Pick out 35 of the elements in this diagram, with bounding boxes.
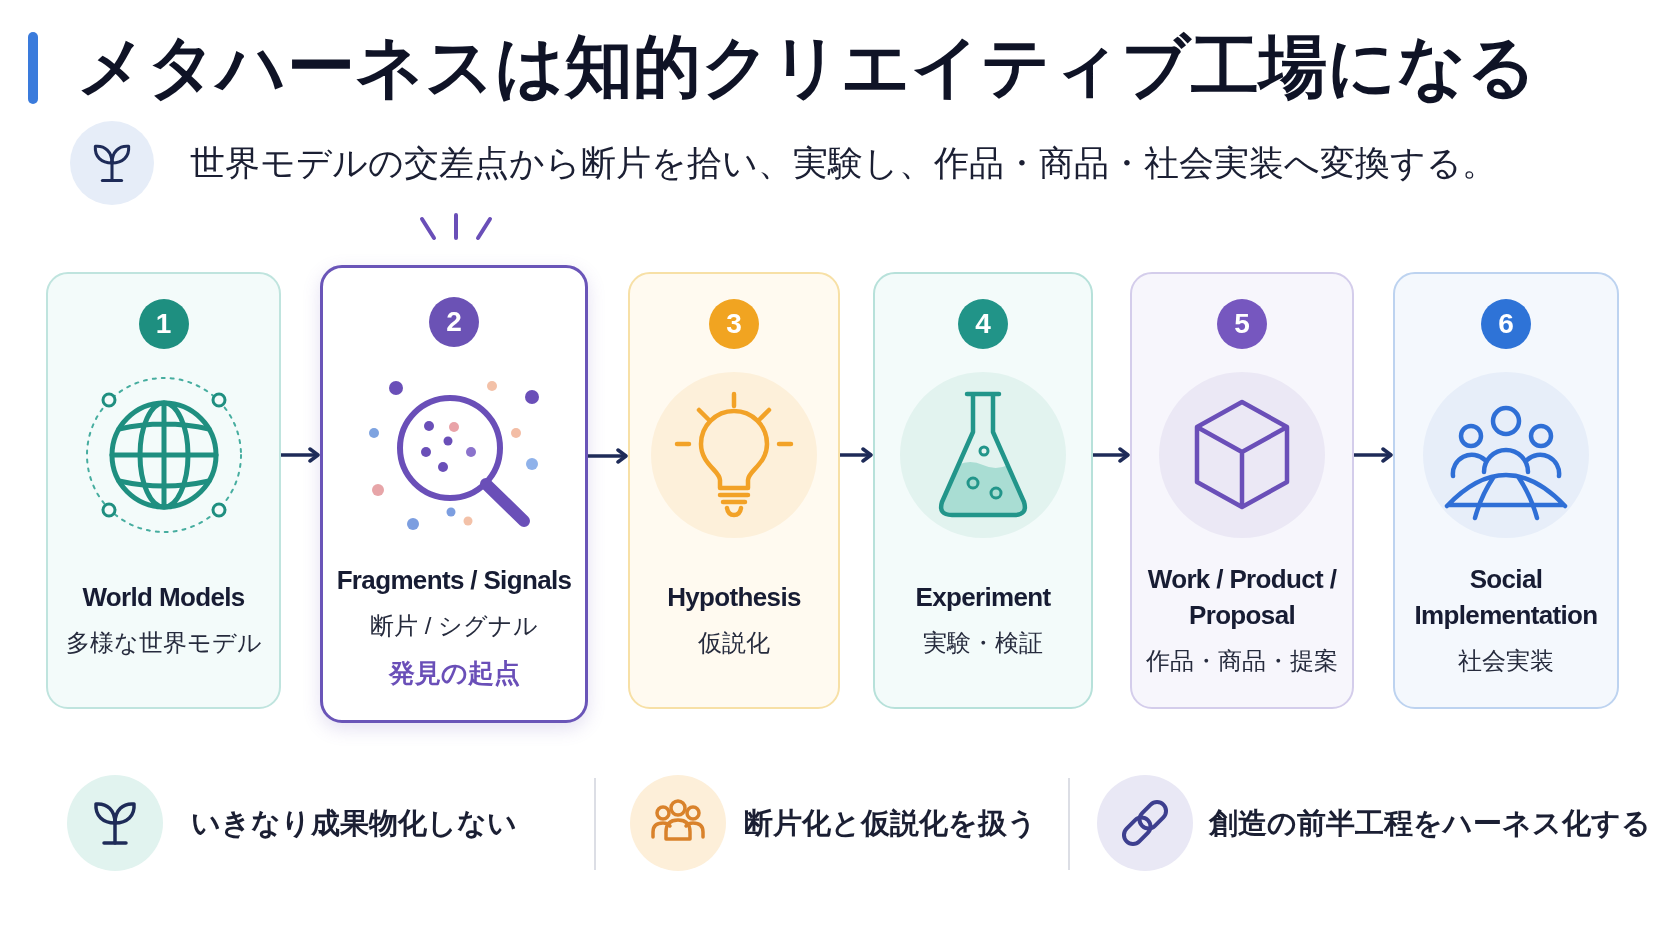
step-number: 4 <box>958 299 1008 349</box>
step-subtitle: 仮説化 <box>698 627 770 658</box>
step-subtitle: 作品・商品・提案 <box>1146 645 1338 676</box>
key-point-text: 創造の前半工程をハーネス化する <box>1209 805 1651 841</box>
step-subtitle: 多様な世界モデル <box>65 627 262 658</box>
title: メタハーネスは知的クリエイティブ工場になる <box>77 27 1537 106</box>
key-point-text: いきなり成果物化しない <box>191 805 517 841</box>
step-number: 6 <box>1481 299 1531 349</box>
step-card <box>46 272 281 709</box>
step-subtitle: 実験・検証 <box>923 627 1043 658</box>
step-number: 1 <box>138 299 189 349</box>
step-title: Work / Product / Proposal <box>1146 562 1338 632</box>
step-highlight: 発見の起点 <box>388 656 520 690</box>
step-number: 3 <box>709 299 759 349</box>
subtitle: 世界モデルの交差点から断片を拾い、実験し、作品・商品・社会実装へ変換する。 <box>190 142 1497 185</box>
arrow <box>1354 447 1393 463</box>
step-title: Fragments / Signals <box>336 563 572 597</box>
step-number: 5 <box>1217 299 1267 349</box>
step-card <box>873 272 1093 709</box>
step-card <box>320 265 588 723</box>
key-point-text: 断片化と仮説化を扱う <box>744 805 1037 841</box>
step-card <box>628 272 840 709</box>
step-card <box>1130 272 1354 709</box>
arrow <box>281 447 320 463</box>
step-number: 2 <box>429 297 479 347</box>
step-subtitle: 社会実装 <box>1458 645 1554 676</box>
arrow <box>588 448 628 464</box>
step-title: Hypothesis <box>667 580 801 614</box>
step-card <box>1393 272 1619 709</box>
step-title: World Models <box>82 580 245 614</box>
arrow <box>1093 447 1130 463</box>
arrow <box>840 447 873 463</box>
step-subtitle: 断片 / シグナル <box>370 610 538 641</box>
step-title: Experiment <box>915 580 1051 614</box>
step-title: Social Implementation <box>1413 562 1599 632</box>
